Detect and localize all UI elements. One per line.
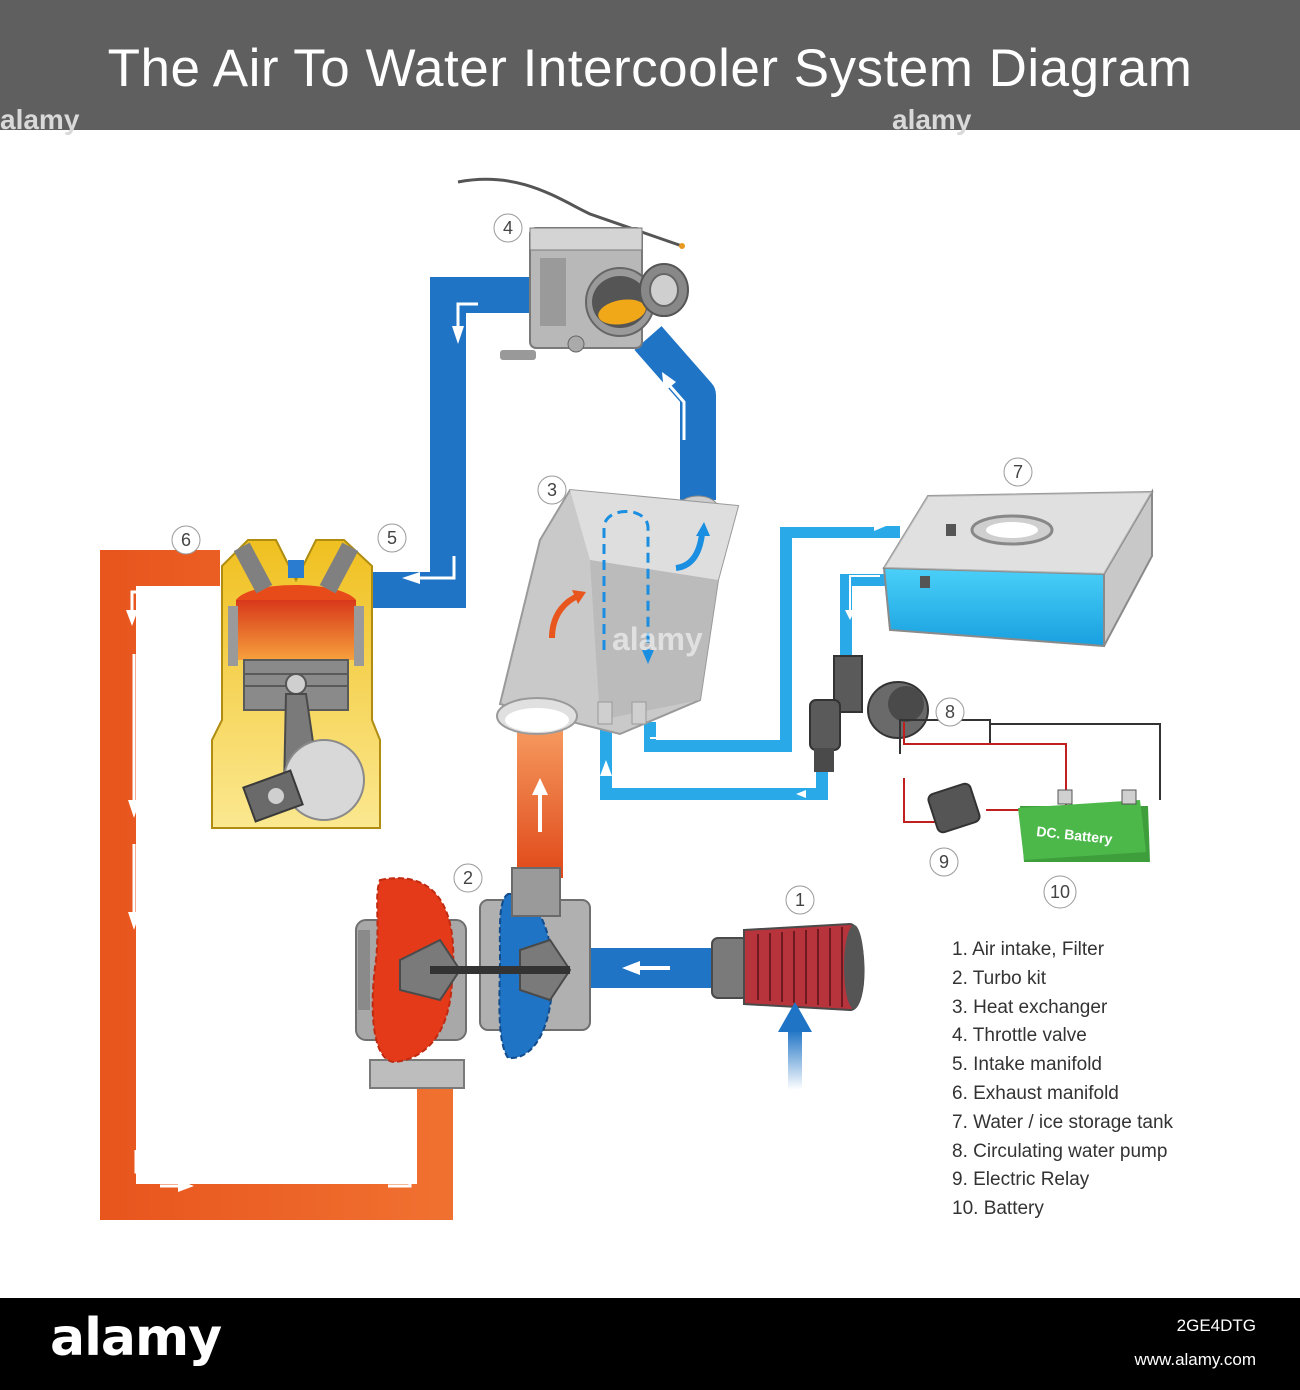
footer-logo: alamy <box>50 1308 222 1368</box>
callout-markers: 1 2 3 4 5 6 7 8 9 10 <box>171 213 1077 915</box>
heat-exchanger <box>496 488 740 736</box>
exhaust-pipe <box>100 550 453 1220</box>
turbo-kit <box>355 867 591 1089</box>
electric-circuit: DC. Battery <box>899 719 1161 862</box>
callout-4: 4 <box>503 218 513 238</box>
legend-item-exhaust-manifold: 6. Exhaust manifold <box>952 1082 1119 1104</box>
legend-item-electric-relay: 9. Electric Relay <box>952 1169 1090 1191</box>
callout-3: 3 <box>547 480 557 500</box>
water-tank <box>882 488 1154 648</box>
callout-10: 10 <box>1050 882 1070 902</box>
footer-url: www.alamy.com <box>1134 1350 1256 1369</box>
intercooler-diagram: DC. Battery alamy 1 2 3 4 5 6 7 8 9 10 <box>100 177 1161 1220</box>
watermark-top-right: alamy <box>892 104 972 135</box>
footer-image-id: 2GE4DTG <box>1176 1316 1256 1335</box>
callout-7: 7 <box>1013 462 1023 482</box>
coolant-lines <box>600 521 900 800</box>
throttle-valve <box>457 177 689 360</box>
watermark-center: alamy <box>612 621 703 657</box>
filter-intake-pipe <box>580 948 716 988</box>
callout-2: 2 <box>463 868 473 888</box>
engine-cutaway <box>211 539 381 829</box>
legend-item-throttle-valve: 4. Throttle valve <box>952 1025 1087 1047</box>
intake-air-pipe <box>372 277 716 608</box>
boost-pipe <box>517 728 563 878</box>
legend-item-water-pump: 8. Circulating water pump <box>952 1140 1168 1162</box>
legend-item-battery: 10. Battery <box>952 1198 1044 1220</box>
callout-8: 8 <box>945 702 955 722</box>
legend-item-intake-manifold: 5. Intake manifold <box>952 1054 1102 1076</box>
component-legend: 1. Air intake, Filter 2. Turbo kit 3. He… <box>952 936 1173 1224</box>
footer-bar: alamy 2GE4DTG www.alamy.com <box>0 1298 1300 1390</box>
air-filter <box>711 922 865 1090</box>
legend-item-turbo-kit: 2. Turbo kit <box>952 967 1046 989</box>
watermark-top-left: alamy <box>0 104 80 135</box>
legend-item-water-tank: 7. Water / ice storage tank <box>952 1111 1174 1133</box>
battery-label: DC. Battery <box>1036 823 1114 847</box>
header-bar <box>0 0 1300 130</box>
callout-9: 9 <box>939 852 949 872</box>
callout-5: 5 <box>387 528 397 548</box>
legend-item-air-intake: 1. Air intake, Filter <box>952 939 1105 960</box>
callout-1: 1 <box>795 890 805 910</box>
page-title: The Air To Water Intercooler System Diag… <box>107 39 1193 98</box>
callout-6: 6 <box>181 530 191 550</box>
water-pump <box>809 655 929 772</box>
legend-item-heat-exchanger: 3. Heat exchanger <box>952 996 1108 1018</box>
